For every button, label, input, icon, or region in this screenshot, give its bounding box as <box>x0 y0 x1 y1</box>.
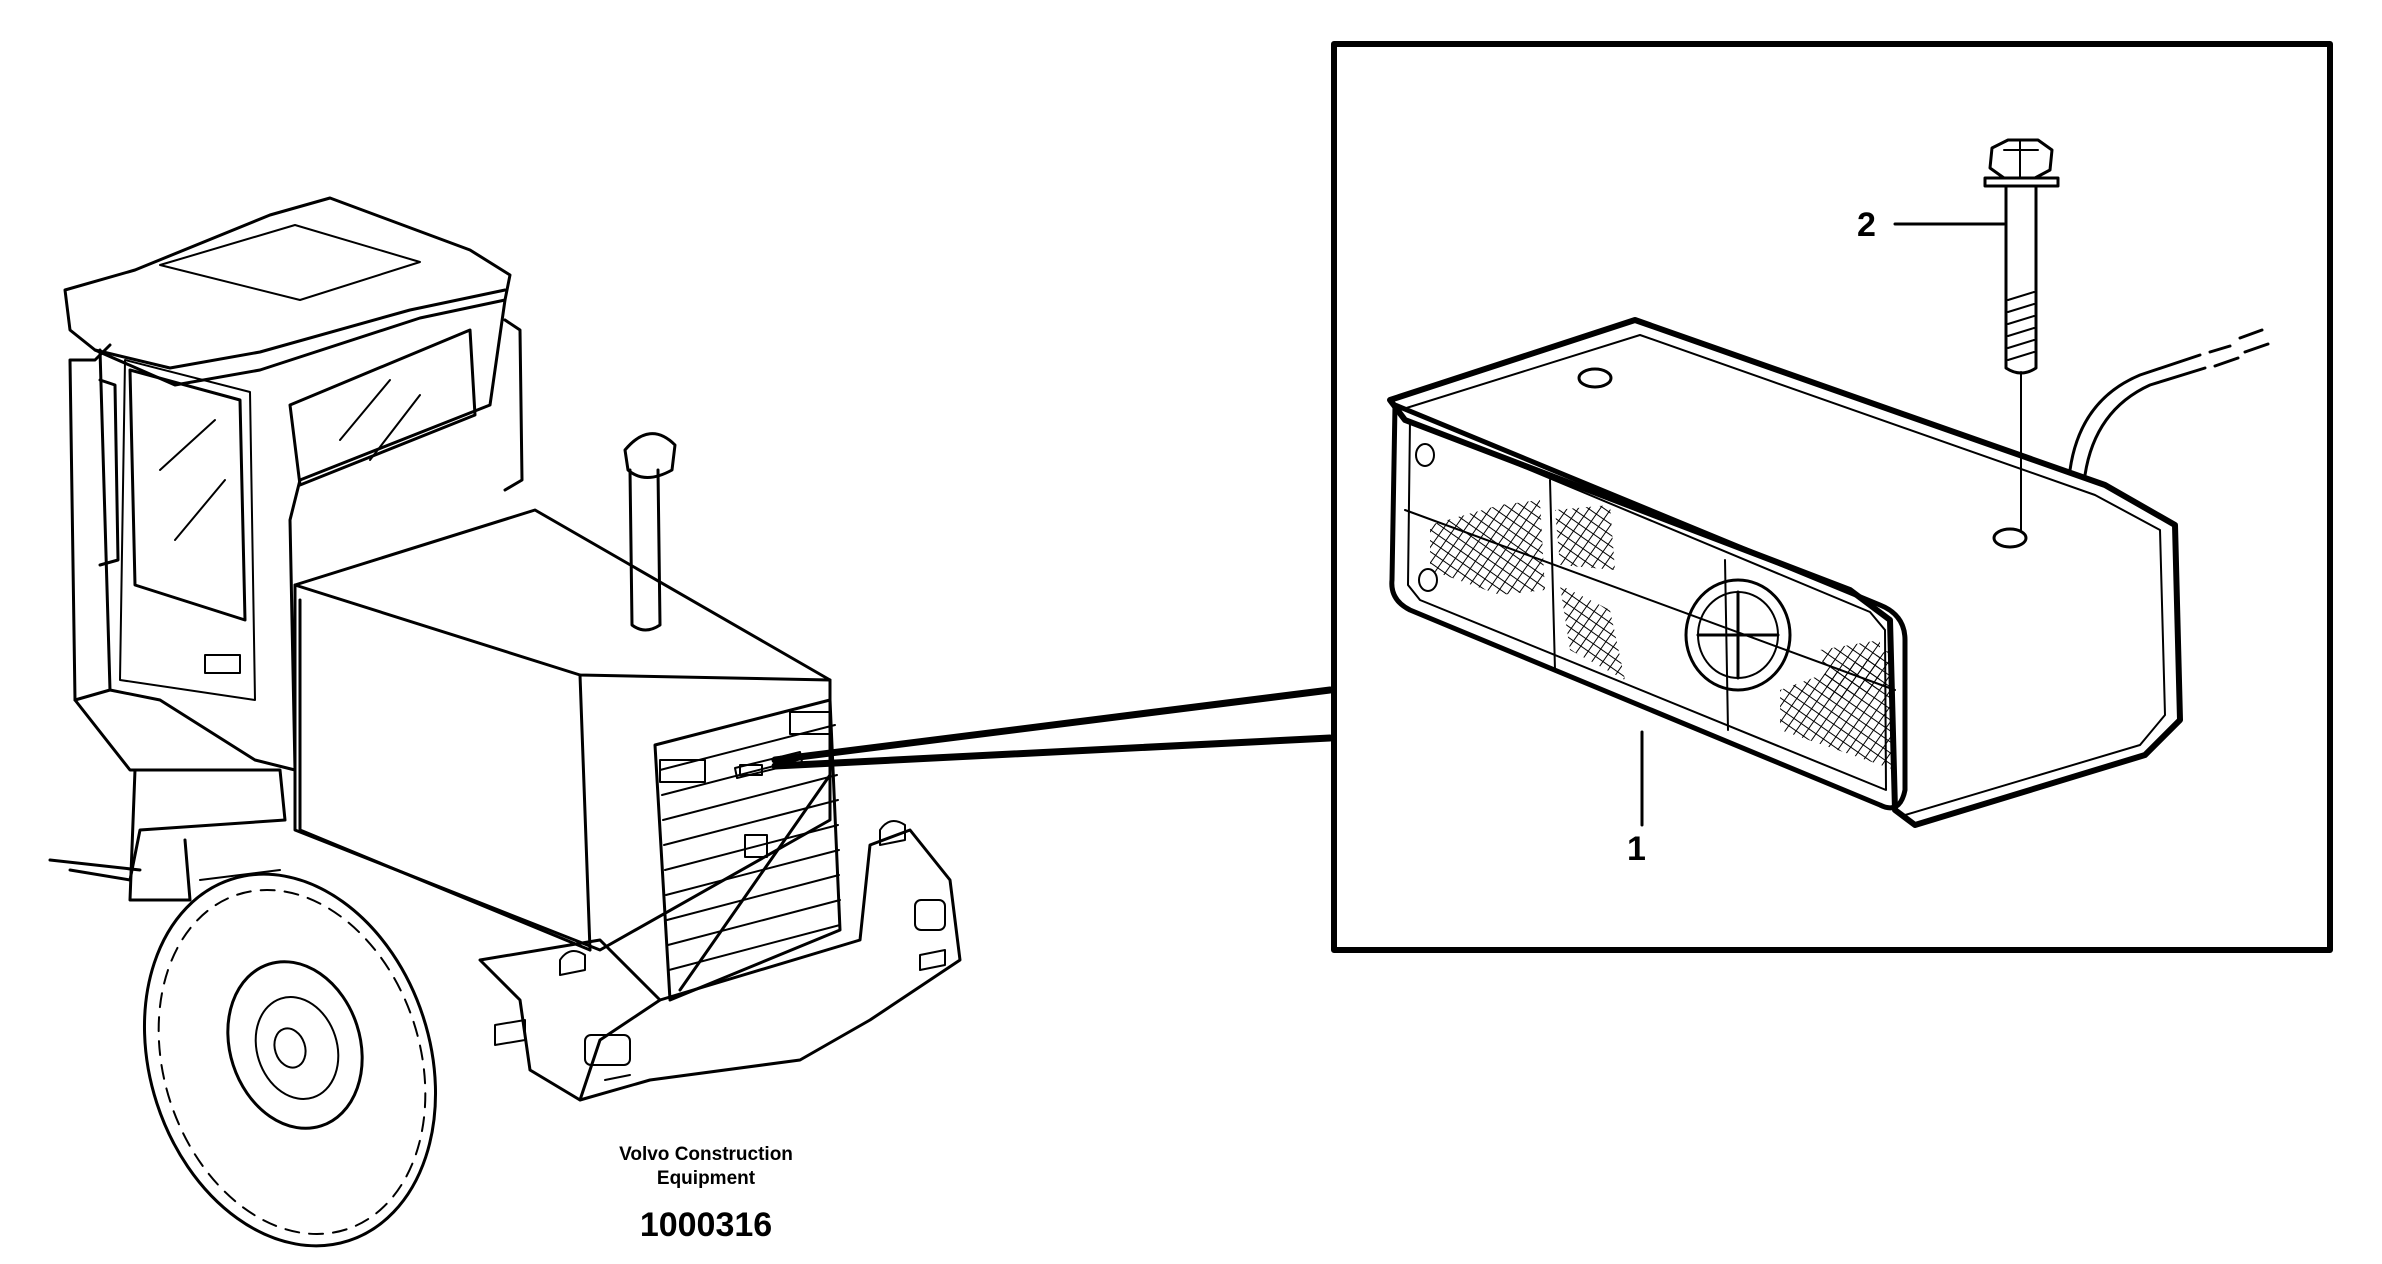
leader-lower <box>771 734 1334 770</box>
cable <box>2068 353 2202 472</box>
reflector-lamp <box>1387 317 2270 828</box>
reflector-lens <box>1389 402 1908 811</box>
cab-roof <box>63 196 512 387</box>
inset-frame <box>1331 41 2333 953</box>
callout-1-label: 1 <box>1627 830 1646 868</box>
manufacturer-caption: Volvo Construction Equipment <box>576 1143 836 1191</box>
cab-body <box>98 298 507 772</box>
callout-2-label: 2 <box>1857 206 1876 244</box>
engine-hood <box>293 508 832 952</box>
detail-inset <box>1331 41 2333 953</box>
wheel-loader <box>48 196 1334 1248</box>
counterweight <box>478 828 962 1102</box>
grille <box>653 698 842 1002</box>
wheel <box>142 869 438 1248</box>
manufacturer-line-1: Volvo Construction <box>619 1144 793 1165</box>
bolt <box>1983 138 2060 531</box>
reference-number: 1000316 <box>639 1206 773 1244</box>
exhaust-stack <box>628 468 662 632</box>
manufacturer-line-2: Equipment <box>656 1168 756 1189</box>
leader-upper <box>771 686 1334 764</box>
cab-door-window <box>128 368 247 622</box>
cab-side-window <box>288 328 477 487</box>
